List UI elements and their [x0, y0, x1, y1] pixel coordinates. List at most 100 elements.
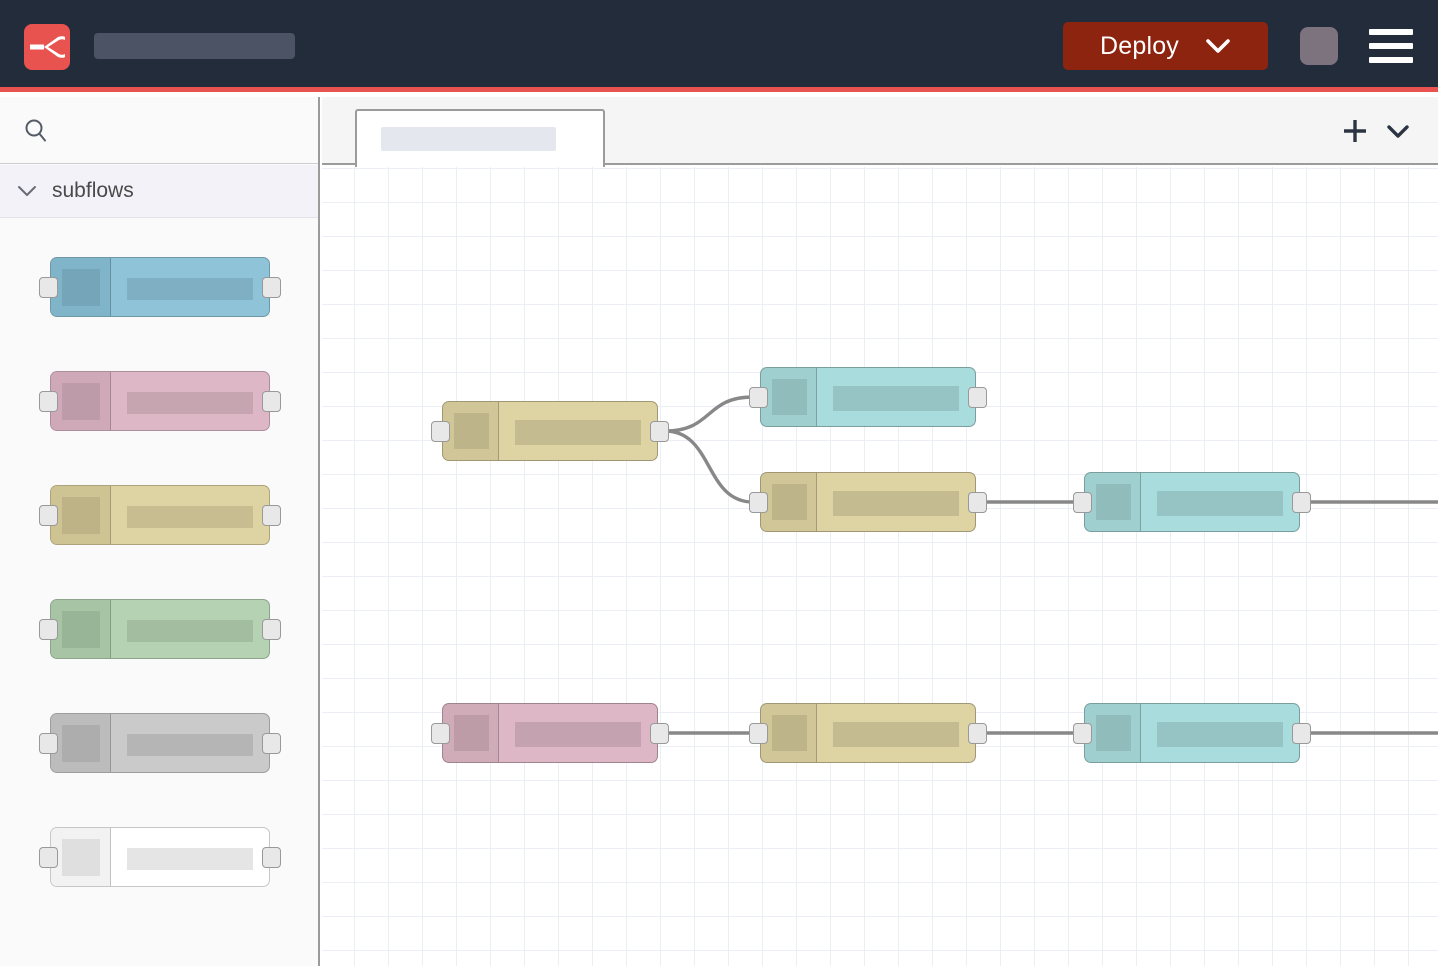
palette-node-icon [51, 714, 111, 772]
hamburger-bar [1369, 43, 1413, 49]
palette-node-output-port[interactable] [262, 619, 281, 640]
canvas-node-cyan-2[interactable] [1073, 472, 1311, 532]
palette-node-output-port[interactable] [262, 277, 281, 298]
canvas-node-label-redacted [833, 722, 959, 747]
deploy-button[interactable]: Deploy [1063, 22, 1268, 70]
palette-node-icon-glyph-redacted [62, 497, 100, 534]
canvas-node-icon-glyph-redacted [1096, 484, 1131, 520]
canvas-node-label-redacted [515, 420, 641, 445]
canvas-node-cyan-1[interactable] [749, 367, 987, 427]
palette-node-4[interactable] [39, 599, 281, 659]
canvas-node-icon [761, 368, 817, 426]
canvas-node-yellow-3[interactable] [749, 703, 987, 763]
palette-node-output-port[interactable] [262, 505, 281, 526]
canvas-node-yellow-2[interactable] [749, 472, 987, 532]
palette-node-5[interactable] [39, 713, 281, 773]
canvas-node-icon-glyph-redacted [454, 715, 489, 751]
palette-node-output-port[interactable] [262, 391, 281, 412]
workspace-title-redacted [94, 33, 295, 59]
canvas-node-icon-glyph-redacted [772, 379, 807, 415]
canvas-node-icon-glyph-redacted [454, 413, 489, 449]
palette-sidebar: subflows [0, 97, 320, 966]
palette-node-output-port[interactable] [262, 847, 281, 868]
wire-n1-n3[interactable] [664, 429, 754, 504]
palette-node-input-port[interactable] [39, 277, 58, 298]
palette-search-input[interactable] [0, 97, 318, 164]
canvas-node-output-port[interactable] [968, 492, 987, 513]
palette-node-2[interactable] [39, 371, 281, 431]
node-red-logo-icon[interactable] [24, 24, 70, 70]
canvas-node-output-port[interactable] [968, 723, 987, 744]
palette-node-icon-glyph-redacted [62, 839, 100, 876]
app-header: Deploy [0, 0, 1438, 92]
palette-node-label-redacted [127, 392, 253, 414]
canvas-node-input-port[interactable] [1073, 492, 1092, 513]
palette-node-icon-glyph-redacted [62, 725, 100, 762]
flow-canvas[interactable] [322, 167, 1438, 966]
canvas-node-output-port[interactable] [650, 421, 669, 442]
canvas-node-label-redacted [1157, 722, 1283, 747]
canvas-node-label-redacted [833, 491, 959, 516]
canvas-node-output-port[interactable] [968, 387, 987, 408]
palette-node-input-port[interactable] [39, 847, 58, 868]
palette-category-subflows[interactable]: subflows [0, 165, 318, 218]
canvas-node-output-port[interactable] [1292, 492, 1311, 513]
canvas-node-icon [443, 402, 499, 460]
canvas-node-icon-glyph-redacted [772, 715, 807, 751]
hamburger-menu-icon[interactable] [1369, 29, 1413, 63]
palette-node-6[interactable] [39, 827, 281, 887]
canvas-node-input-port[interactable] [749, 723, 768, 744]
canvas-node-input-port[interactable] [749, 387, 768, 408]
canvas-node-input-port[interactable] [431, 723, 450, 744]
canvas-node-icon [1085, 704, 1141, 762]
canvas-node-output-port[interactable] [650, 723, 669, 744]
palette-node-input-port[interactable] [39, 733, 58, 754]
palette-node-label-redacted [127, 734, 253, 756]
canvas-node-icon [443, 704, 499, 762]
palette-node-icon-glyph-redacted [62, 383, 100, 420]
canvas-node-icon [1085, 473, 1141, 531]
palette-node-icon [51, 600, 111, 658]
search-icon [25, 119, 46, 142]
canvas-node-label-redacted [515, 722, 641, 747]
palette-node-label-redacted [127, 620, 253, 642]
palette-node-icon-glyph-redacted [62, 269, 100, 306]
palette-node-icon [51, 372, 111, 430]
user-avatar[interactable] [1300, 27, 1338, 65]
canvas-node-icon [761, 473, 817, 531]
hamburger-bar [1369, 57, 1413, 63]
palette-node-icon [51, 486, 111, 544]
canvas-node-input-port[interactable] [1073, 723, 1092, 744]
palette-category-label: subflows [52, 179, 134, 202]
palette-node-input-port[interactable] [39, 391, 58, 412]
flow-tab-label-redacted [381, 127, 556, 151]
plus-icon[interactable] [1339, 115, 1371, 147]
canvas-node-input-port[interactable] [749, 492, 768, 513]
palette-node-output-port[interactable] [262, 733, 281, 754]
palette-node-input-port[interactable] [39, 619, 58, 640]
flow-tab-1[interactable] [355, 109, 605, 167]
palette-node-icon [51, 258, 111, 316]
flow-workspace [322, 97, 1438, 966]
canvas-node-cyan-3[interactable] [1073, 703, 1311, 763]
canvas-node-icon [761, 704, 817, 762]
palette-node-label-redacted [127, 848, 253, 870]
palette-node-icon-glyph-redacted [62, 611, 100, 648]
palette-node-1[interactable] [39, 257, 281, 317]
wire-layer [664, 395, 1438, 735]
canvas-node-label-redacted [833, 386, 959, 411]
canvas-node-yellow-1[interactable] [431, 401, 669, 461]
canvas-node-input-port[interactable] [431, 421, 450, 442]
palette-node-list [0, 219, 318, 966]
canvas-node-pink-1[interactable] [431, 703, 669, 763]
canvas-node-icon-glyph-redacted [1096, 715, 1131, 751]
tab-menu-chevron-down-icon[interactable] [1382, 115, 1414, 147]
wire-n1-n2[interactable] [664, 395, 754, 433]
canvas-node-label-redacted [1157, 491, 1283, 516]
flow-tab-bar [322, 97, 1438, 167]
palette-node-input-port[interactable] [39, 505, 58, 526]
palette-node-3[interactable] [39, 485, 281, 545]
hamburger-bar [1369, 29, 1413, 35]
deploy-button-label: Deploy [1099, 31, 1180, 60]
canvas-node-output-port[interactable] [1292, 723, 1311, 744]
